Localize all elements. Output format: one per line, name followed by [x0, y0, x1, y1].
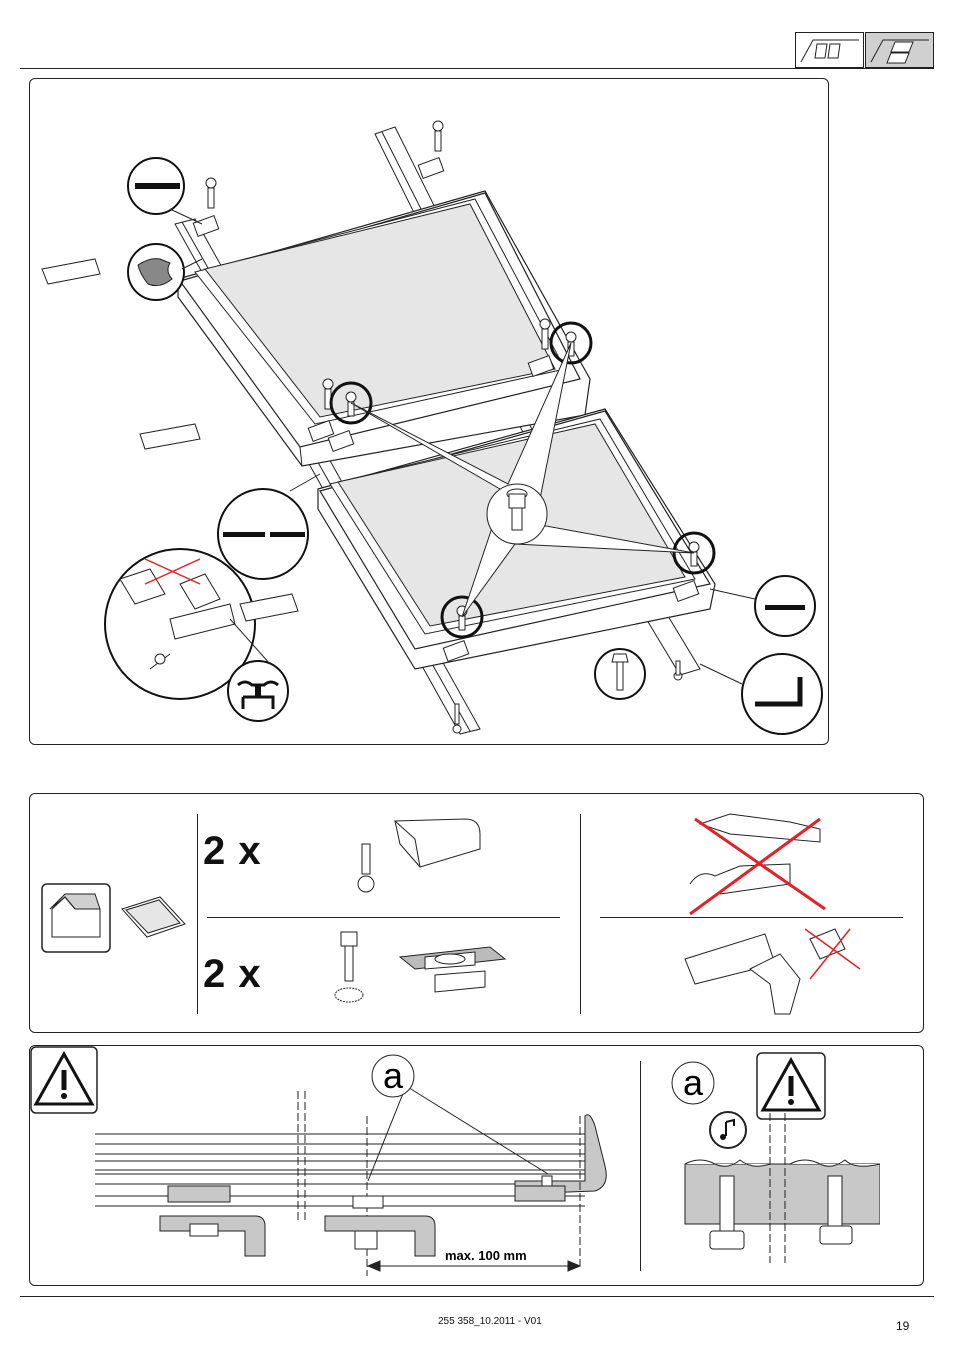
svg-text:a: a [683, 1062, 704, 1103]
bend-angle-icon[interactable] [700, 654, 822, 734]
bend-angle-icon[interactable] [710, 576, 815, 636]
installation-step-panel [29, 78, 829, 745]
row2-quantity: 2 x [203, 952, 262, 997]
parts-row2-icons [325, 927, 510, 1017]
callout-a-left: a [370, 1053, 416, 1099]
bolt-washer-icon [335, 932, 363, 1002]
roof-icon-group [795, 32, 935, 68]
parts-row1-icons [340, 809, 500, 904]
header-rule [20, 68, 934, 69]
clip-bracket-icon [395, 819, 480, 867]
parts-row-separator [207, 917, 560, 918]
upper-window [178, 191, 590, 466]
svg-text:a: a [383, 1055, 404, 1096]
house-icon [42, 884, 110, 952]
bracket-right [515, 1176, 565, 1201]
sound-click-icon [710, 1112, 746, 1148]
dimension-label: max. 100 mm [445, 1248, 527, 1263]
footer-rule [20, 1296, 934, 1297]
roof-windows-side-by-side-icon[interactable] [796, 33, 864, 68]
rail-profile [690, 814, 820, 894]
document-code: 255 358_10.2011 - V01 [438, 1316, 542, 1327]
callout-a-right: a [670, 1060, 716, 1106]
seal-strip [685, 1160, 880, 1224]
bracket-detail-icon[interactable] [128, 158, 202, 224]
rail-spacing-diagram: max. 100 mm [90, 1056, 630, 1281]
warning-divider [640, 1061, 641, 1271]
warning-panel: max. 100 mm a a [29, 1045, 924, 1286]
bracket-middle [325, 1196, 435, 1256]
parts-icons-left [40, 879, 190, 959]
base-plate-icon [400, 947, 505, 992]
bracket-plate [685, 929, 845, 1014]
parts-panel: 2 x 2 x [29, 793, 924, 1033]
parts-not-used-icons [670, 804, 870, 1024]
window-panel-icon [122, 897, 185, 937]
installation-drawing [30, 79, 828, 744]
page-number: 19 [896, 1319, 909, 1333]
screw-icon [358, 844, 374, 892]
screw-icon[interactable] [595, 649, 645, 699]
seal-press-diagram [680, 1108, 880, 1263]
parts-divider-left [197, 814, 198, 1014]
warning-triangle-icon [30, 1046, 98, 1114]
row1-quantity: 2 x [203, 829, 262, 874]
parts-divider-middle [580, 814, 581, 1014]
roof-window-stacked-icon-active[interactable] [866, 33, 934, 68]
clip-profile-icon[interactable] [218, 474, 320, 579]
